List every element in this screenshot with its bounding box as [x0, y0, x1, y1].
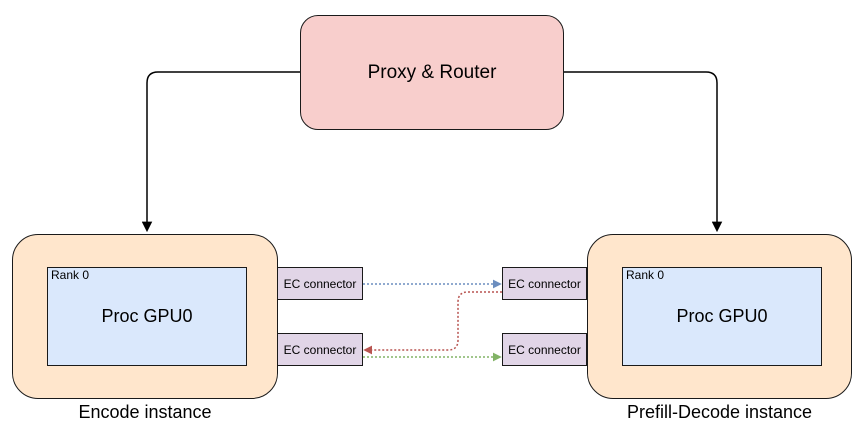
pd-ec-connector-1: EC connector — [502, 267, 587, 300]
pd-ec-connector-2: EC connector — [502, 333, 587, 366]
encode-ec-connector-1: EC connector — [277, 267, 363, 300]
proxy-router-node: Proxy & Router — [300, 15, 564, 130]
encode-rank-label: Rank 0 — [51, 268, 90, 282]
encode-ec-connector-2: EC connector — [277, 333, 363, 366]
pd-gpu-box — [622, 267, 822, 366]
edge-ec-red — [363, 291, 502, 355]
encode-ec-connector-2-label: EC connector — [283, 342, 357, 357]
encode-instance-caption: Encode instance — [78, 402, 212, 422]
proxy-router-label: Proxy & Router — [367, 61, 497, 83]
pd-ec-connector-1-label: EC connector — [508, 276, 581, 291]
pd-rank-label: Rank 0 — [626, 268, 665, 282]
encode-ec-connector-1-label: EC connector — [283, 276, 357, 291]
pd-gpu-label: Proc GPU0 — [676, 306, 768, 326]
edge-proxy-to-pd — [564, 71, 723, 233]
encode-gpu-box — [47, 267, 247, 366]
edge-proxy-to-encode — [141, 71, 300, 233]
pd-ec-connector-2-label: EC connector — [508, 342, 581, 357]
pd-instance-caption: Prefill-Decode instance — [626, 402, 813, 422]
encode-gpu-label: Proc GPU0 — [101, 306, 193, 326]
